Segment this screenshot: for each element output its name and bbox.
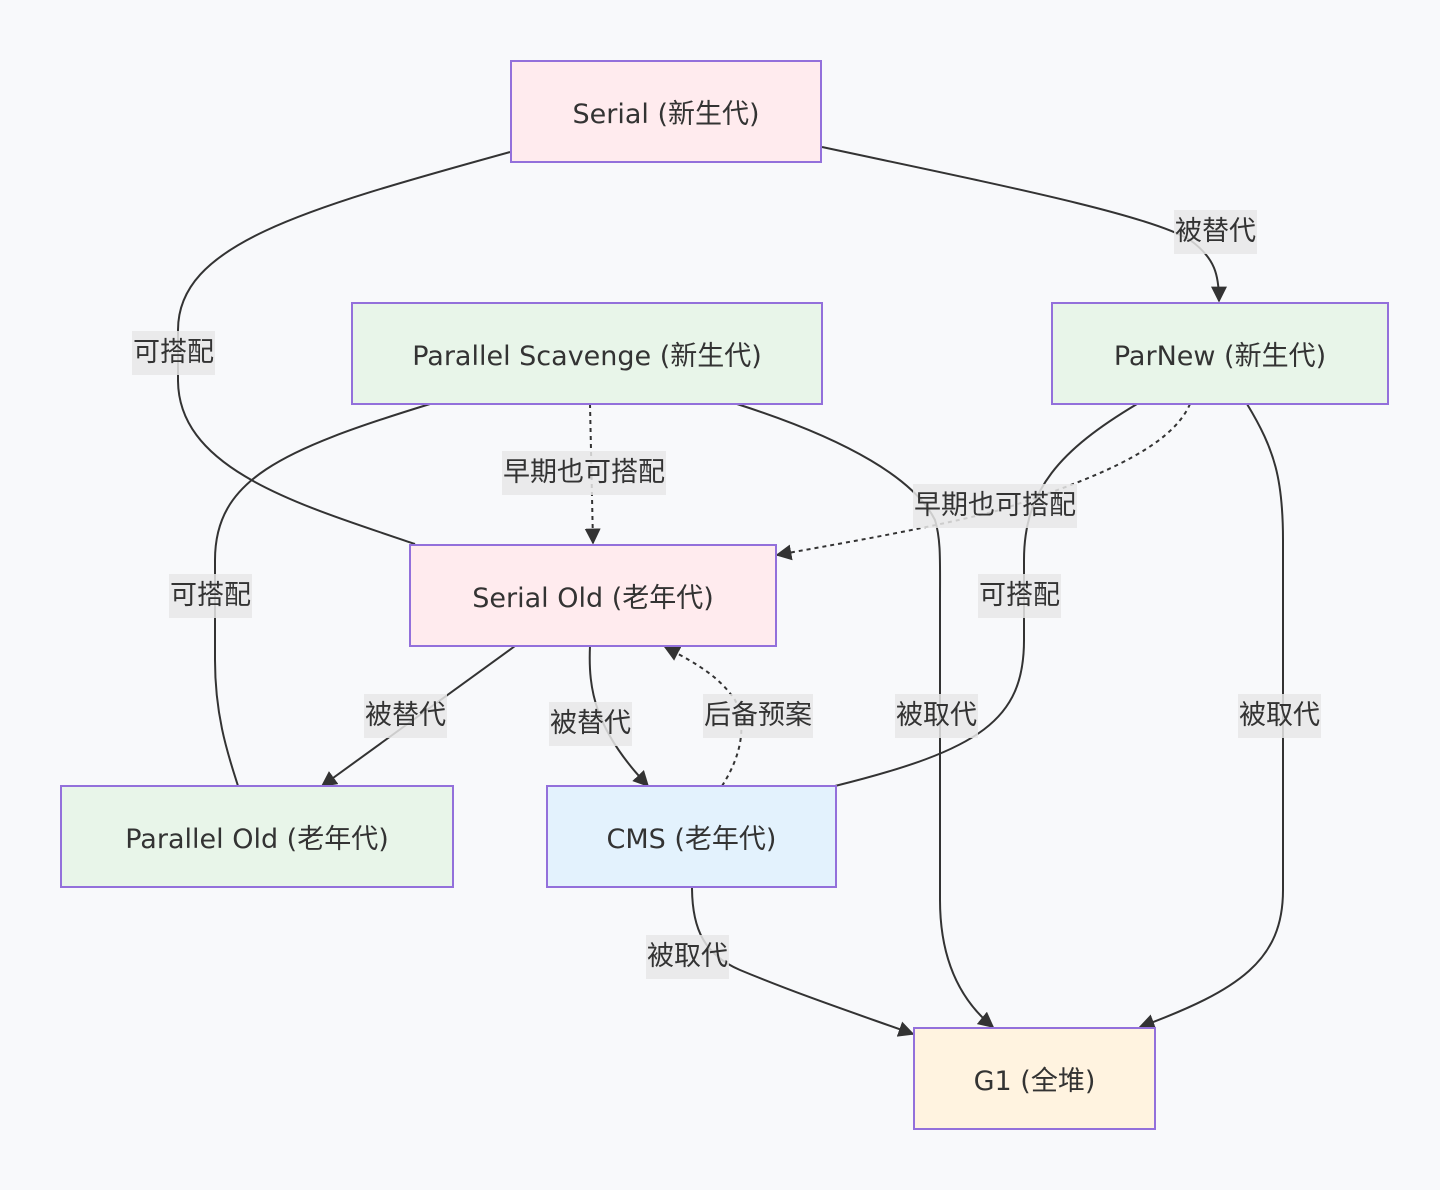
node-serial-old-label: Serial Old (老年代) <box>472 583 714 614</box>
edge-parnew-to-cms <box>834 403 1138 787</box>
edge-serial-to-serial-old <box>177 151 511 545</box>
edge-label-parnew-cms: 可搭配 <box>978 574 1061 618</box>
edge-parnew-to-g1 <box>1138 403 1284 1030</box>
node-parnew[interactable]: ParNew (新生代) <box>1051 302 1389 405</box>
edge-cms-to-g1 <box>691 886 915 1037</box>
edge-label-parnew-g1: 被取代 <box>1238 694 1321 738</box>
edge-label-serial-old-parallel-old: 被替代 <box>364 694 447 738</box>
edge-parallel-scavenge-to-g1 <box>736 403 995 1029</box>
node-parallel-old-label: Parallel Old (老年代) <box>125 824 389 855</box>
edge-label-cms-serial-old: 后备预案 <box>703 694 813 738</box>
node-parnew-label: ParNew (新生代) <box>1113 341 1327 372</box>
edge-serial-to-parnew <box>821 146 1227 303</box>
edge-label-parallel-scavenge-serial-old: 早期也可搭配 <box>502 451 666 495</box>
edge-label-serial-old-cms: 被替代 <box>549 702 632 746</box>
node-parallel-old[interactable]: Parallel Old (老年代) <box>60 785 454 888</box>
node-g1[interactable]: G1 (全堆) <box>913 1027 1156 1130</box>
edge-label-cms-g1: 被取代 <box>646 935 729 979</box>
edge-parallel-scavenge-to-serial-old <box>584 403 601 545</box>
node-parallel-scavenge-label: Parallel Scavenge (新生代) <box>412 341 762 372</box>
edge-label-serial-serial-old: 可搭配 <box>132 331 215 375</box>
edge-label-parnew-serial-old: 早期也可搭配 <box>913 484 1077 528</box>
node-cms[interactable]: CMS (老年代) <box>546 785 837 888</box>
node-serial[interactable]: Serial (新生代) <box>510 60 822 163</box>
node-serial-old[interactable]: Serial Old (老年代) <box>409 544 777 647</box>
edge-label-parallel-scavenge-parallel-old: 可搭配 <box>169 574 252 618</box>
node-serial-label: Serial (新生代) <box>572 99 760 130</box>
edge-label-serial-parnew: 被替代 <box>1174 210 1257 254</box>
node-g1-label: G1 (全堆) <box>973 1066 1096 1097</box>
edge-parnew-to-serial-old <box>775 403 1191 561</box>
edge-label-parallel-scavenge-g1: 被取代 <box>895 694 978 738</box>
node-parallel-scavenge[interactable]: Parallel Scavenge (新生代) <box>351 302 823 405</box>
edge-parallel-scavenge-to-parallel-old <box>214 403 431 787</box>
node-cms-label: CMS (老年代) <box>606 824 777 855</box>
